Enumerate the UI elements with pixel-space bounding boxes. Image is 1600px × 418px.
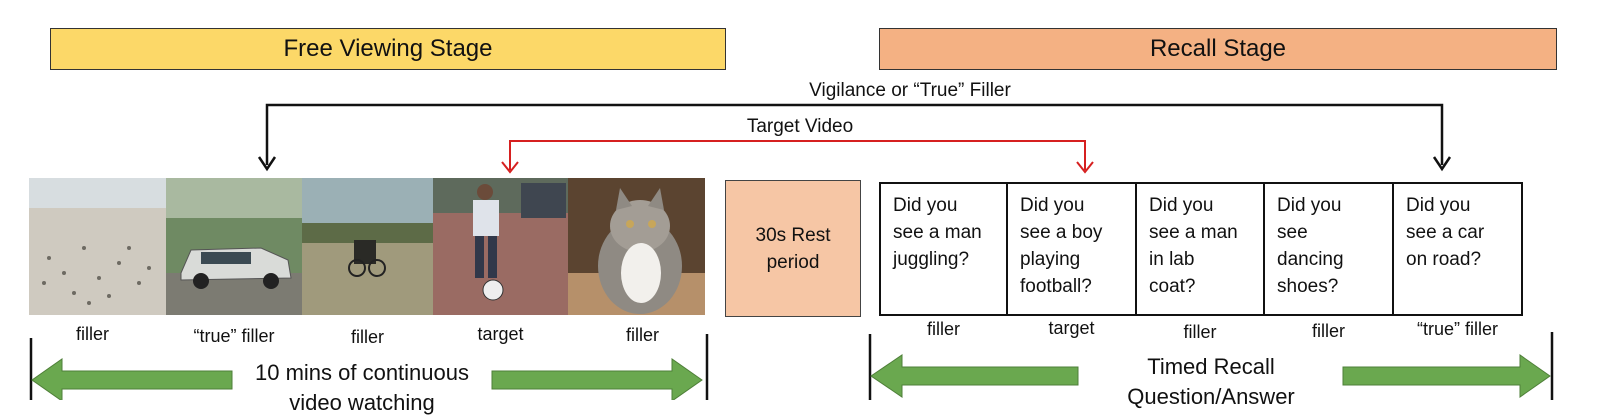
video-label: filler [75, 324, 109, 344]
recall-question-box: Did you see a man juggling? [879, 182, 1008, 316]
question-label: target [1048, 318, 1095, 338]
video-label: “true” filler [193, 326, 275, 346]
recall-stage-title: Recall Stage [1149, 35, 1287, 62]
target-arrowhead-left [501, 161, 519, 174]
video-thumbnail-beach [29, 178, 166, 315]
video-label: filler [350, 327, 384, 347]
question-label: “true” filler [1416, 319, 1498, 339]
video-thumbnail-car [166, 178, 302, 315]
vigilance-connector [265, 103, 1444, 165]
free-viewing-stage-bar: Free Viewing Stage [50, 28, 726, 70]
recall-left-arrow [870, 354, 1079, 398]
recall-stage-bar: Recall Stage [879, 28, 1557, 70]
free-viewing-left-arrow [31, 358, 233, 400]
recall-question-box: Did you see dancing shoes? [1263, 182, 1394, 316]
question-label: filler [1311, 321, 1345, 341]
vigilance-arrowhead-right [1432, 156, 1452, 172]
vigilance-arrowhead-left [257, 156, 277, 172]
free-viewing-right-arrow [491, 358, 703, 400]
target-arrowhead-right [1076, 161, 1094, 174]
recall-question-box: Did you see a man in lab coat? [1135, 182, 1265, 316]
video-thumbnail-carriage [302, 178, 433, 315]
recall-right-arrow [1342, 354, 1551, 398]
connector-lines [29, 103, 1554, 400]
target-connector-label: Target Video [746, 116, 854, 137]
recall-question-box: Did you see a car on road? [1392, 182, 1523, 316]
free-viewing-duration-label: 10 mins of continuous video watching [254, 360, 470, 415]
target-connector [509, 140, 1086, 170]
vigilance-connector-label: Vigilance or “True” Filler [809, 80, 1011, 101]
video-label: target [477, 324, 524, 344]
question-label: filler [926, 319, 960, 339]
question-label: filler [1183, 322, 1217, 342]
rest-period-box: 30s Rest period [725, 180, 861, 317]
recall-question-box: Did you see a boy playing football? [1006, 182, 1137, 316]
video-label: filler [625, 325, 659, 345]
free-viewing-stage-title: Free Viewing Stage [283, 35, 493, 62]
video-thumbnail-cat [568, 178, 705, 315]
video-thumbnail-football [433, 178, 568, 315]
recall-duration-label: Timed Recall Question/Answer [1127, 354, 1295, 409]
